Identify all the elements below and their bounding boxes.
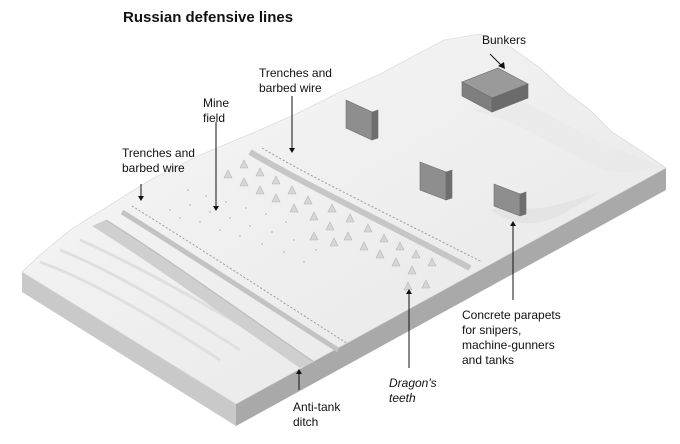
concrete-parapet bbox=[419, 161, 453, 201]
label-bunkers: Bunkers bbox=[482, 33, 527, 47]
anti-tank-ditch-edge bbox=[105, 219, 315, 363]
hill-shading bbox=[470, 100, 666, 173]
leader-lines bbox=[140, 53, 514, 390]
bunker bbox=[461, 67, 529, 113]
label-dragons-teeth: Dragon's teeth bbox=[389, 376, 437, 405]
trench-line-right bbox=[248, 149, 472, 271]
label-trenches-top: Trenches and barbed wire bbox=[259, 66, 332, 95]
terrain-right-side bbox=[236, 168, 666, 426]
label-trenches-left: Trenches and barbed wire bbox=[122, 146, 195, 175]
label-mine-field: Mine field bbox=[203, 96, 230, 125]
terrain-front-side bbox=[22, 272, 236, 426]
trench-line-left bbox=[120, 209, 340, 353]
label-concrete-parapets: Concrete parapets for snipers, machine-g… bbox=[462, 308, 561, 367]
mine-field bbox=[169, 189, 317, 263]
concrete-parapet bbox=[493, 183, 527, 217]
title: Russian defensive lines bbox=[123, 9, 294, 26]
anti-tank-ditch bbox=[92, 220, 314, 368]
hill-shading bbox=[490, 192, 600, 224]
label-anti-tank-ditch: Anti-tank ditch bbox=[293, 400, 341, 429]
leader-arrowheads bbox=[138, 62, 516, 374]
terrain-top bbox=[21, 33, 667, 405]
concrete-parapet bbox=[345, 99, 379, 141]
dragons-teeth bbox=[223, 159, 437, 291]
barbed-wire-left bbox=[131, 205, 349, 345]
